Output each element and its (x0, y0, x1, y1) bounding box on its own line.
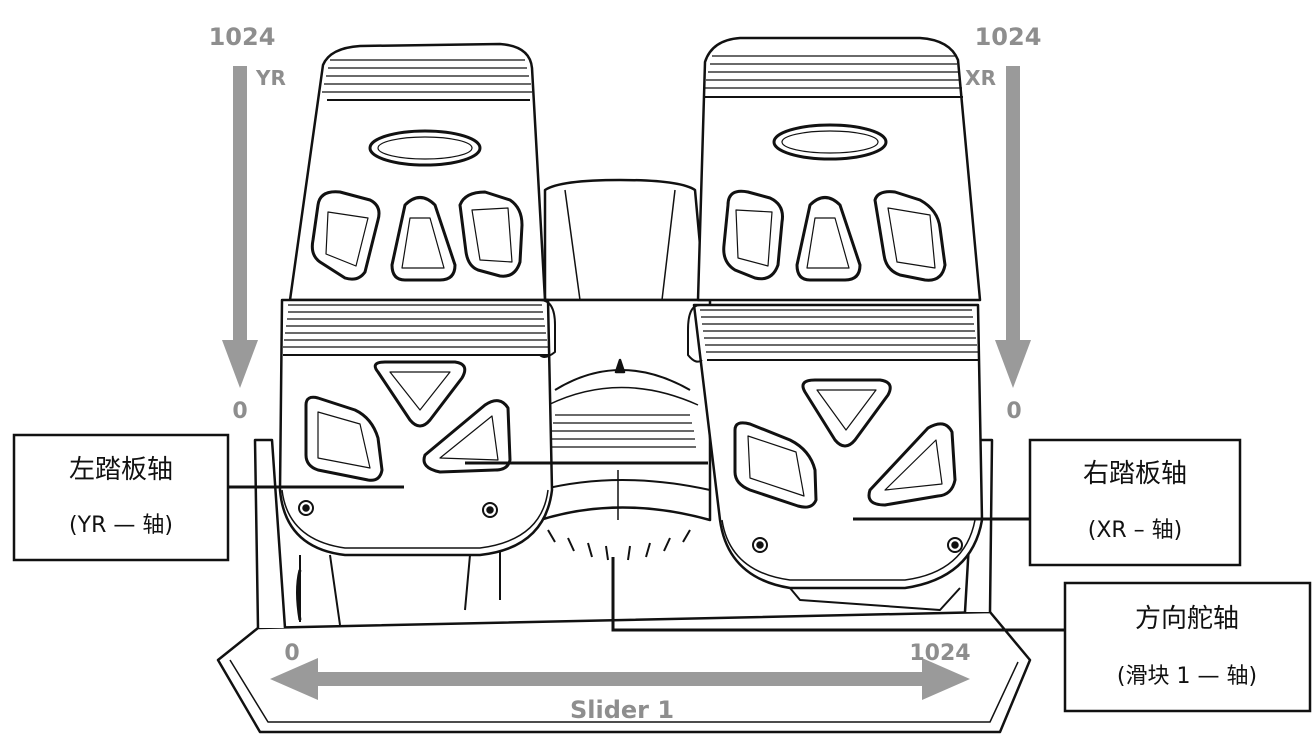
xr-axis-name: XR (965, 66, 996, 90)
xr-max-value: 1024 (975, 23, 1042, 51)
right-pedal-callout: 右踏板轴 (XR – 轴) (1028, 438, 1242, 567)
slider-min-value: 0 (284, 641, 299, 666)
xr-min-value: 0 (1006, 399, 1021, 424)
rudder-title: 方向舵轴 (1135, 604, 1239, 634)
left-pedal-subtitle: (YR — 轴) (69, 513, 173, 538)
slider-axis-arrow (270, 658, 970, 700)
callout-leaders (228, 461, 1065, 632)
yr-axis-arrow (222, 66, 258, 388)
yr-axis-name: YR (255, 66, 286, 90)
left-pedal-callout: 左踏板轴 (YR — 轴) (12, 433, 230, 562)
right-pedal-title: 右踏板轴 (1083, 459, 1187, 489)
left-pedal (278, 42, 556, 626)
rudder-subtitle: (滑块 1 — 轴) (1117, 664, 1257, 689)
rudder-callout: 方向舵轴 (滑块 1 — 轴) (1063, 581, 1312, 713)
left-pedal-title: 左踏板轴 (69, 455, 173, 485)
xr-axis-arrow (995, 66, 1031, 388)
slider-max-value: 1024 (909, 641, 970, 666)
rudder-leader (611, 557, 1065, 632)
right-pedal (687, 36, 984, 611)
yr-min-value: 0 (232, 399, 247, 424)
slider-label: Slider 1 (570, 696, 674, 724)
center-housing (538, 178, 712, 561)
rudder-tick-marks (547, 529, 691, 561)
yr-max-value: 1024 (209, 23, 276, 51)
right-pedal-subtitle: (XR – 轴) (1088, 518, 1183, 543)
